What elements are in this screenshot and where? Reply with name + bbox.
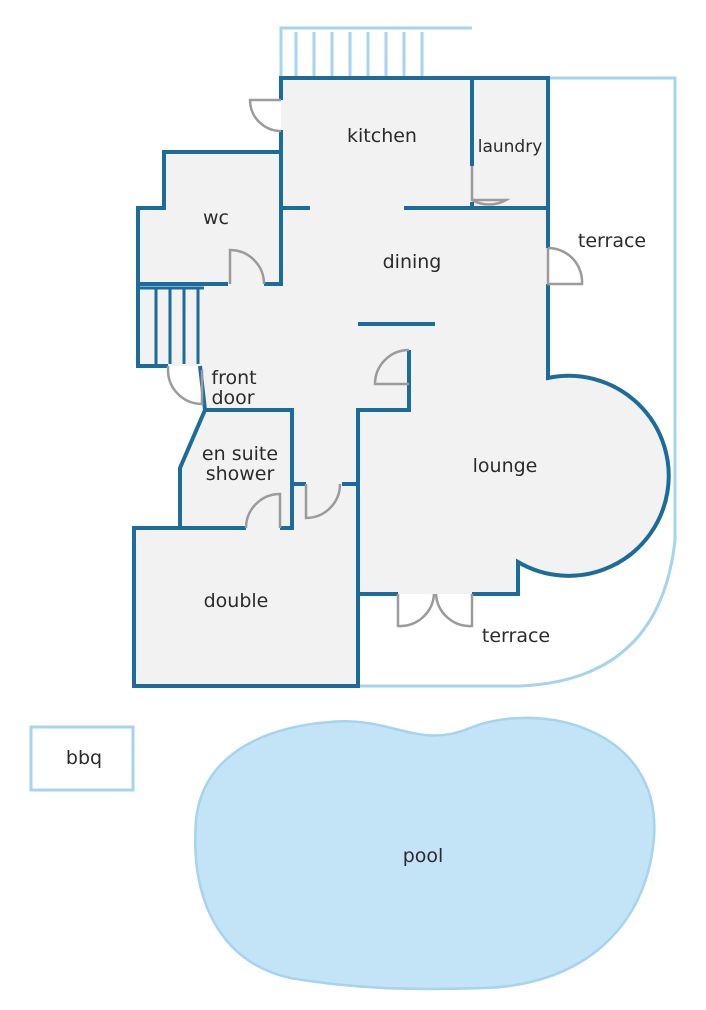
room-label-wc: wc [203, 207, 229, 229]
pool-shape [194, 716, 656, 991]
room-label-lounge: lounge [473, 455, 538, 477]
room-label-front-door-1: front [211, 367, 256, 389]
room-label-ensuite-1: en suite [202, 443, 278, 465]
room-label-terrace-south: terrace [482, 625, 550, 647]
room-label-laundry: laundry [478, 137, 543, 157]
top-railing [279, 26, 472, 76]
room-label-double: double [204, 590, 269, 612]
room-label-ensuite-2: shower [206, 463, 275, 485]
terrace-outline [358, 76, 677, 688]
room-label-kitchen: kitchen [347, 125, 417, 147]
room-label-front-door-2: door [211, 387, 254, 409]
house-floor [134, 78, 669, 686]
walls [132, 76, 671, 688]
room-label-dining: dining [383, 251, 442, 273]
bbq-outline [29, 725, 135, 792]
pool-label: pool [403, 845, 444, 867]
room-label-terrace-east: terrace [578, 230, 646, 252]
doors [166, 98, 584, 628]
bbq-label: bbq [66, 747, 102, 769]
west-stairs [138, 286, 204, 364]
